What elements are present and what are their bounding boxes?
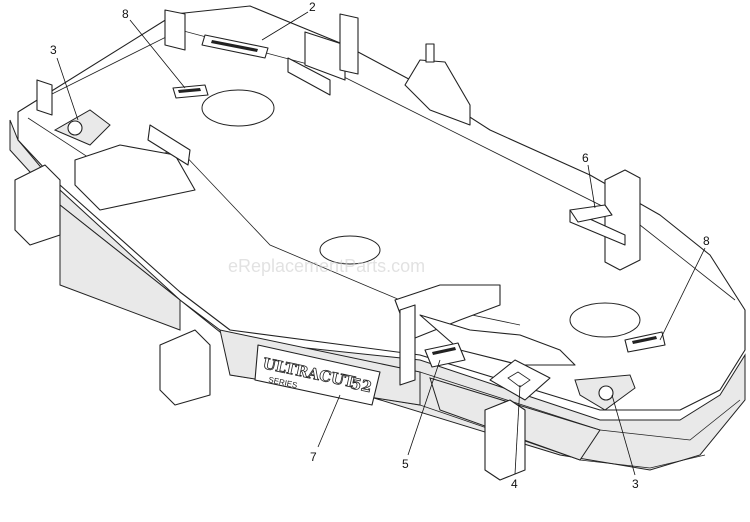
- decal-7-logo-plate: [254, 344, 381, 406]
- leader-5: [407, 359, 441, 456]
- decals: ULTRACUT 52 SERIES: [53, 34, 666, 411]
- callout-4: 4: [511, 477, 518, 491]
- leader-4: [514, 384, 521, 475]
- front-right-mount: [484, 399, 526, 481]
- decal-4-inner: [507, 371, 531, 388]
- deck-left-panel: [59, 203, 181, 331]
- decal-rear-brand-text: [211, 40, 258, 52]
- callout-3-left: 3: [50, 43, 57, 57]
- watermark: eReplacementParts.com: [228, 256, 425, 276]
- front-center-post: [399, 304, 416, 386]
- leader-3-right: [611, 394, 636, 476]
- leader-3-left: [56, 57, 79, 121]
- callout-5: 5: [402, 457, 409, 471]
- decal-3-right-emblem: [598, 385, 614, 401]
- discharge-guard: [419, 314, 576, 366]
- rear-left-post-2: [36, 79, 53, 116]
- decal-3-left-emblem: [67, 120, 83, 136]
- callouts: 8 2 3 6 8 7 5 4 3: [50, 0, 710, 491]
- decal-8-right-mark: [632, 336, 657, 344]
- deck-logo-size: 52: [349, 374, 373, 396]
- rear-bracket-plate: [287, 57, 331, 96]
- left-arm-bracket: [74, 144, 196, 211]
- rear-left-post: [164, 9, 186, 51]
- leader-2: [261, 11, 309, 41]
- deck-front-skirt: [9, 119, 746, 471]
- rear-right-fitting: [404, 59, 471, 126]
- left-arm-strap: [147, 124, 191, 166]
- right-upper-bracket: [604, 169, 641, 271]
- decal-4: [489, 359, 551, 401]
- leader-8-left: [129, 19, 186, 89]
- deck-ridge-right: [39, 29, 736, 301]
- leader-7: [317, 394, 341, 448]
- leader-6: [587, 164, 596, 209]
- decal-8-left-mark: [178, 88, 201, 93]
- callout-7: 7: [310, 450, 317, 464]
- decal-6: [569, 204, 613, 223]
- callout-2: 2: [309, 0, 316, 14]
- leader-lines: [56, 11, 706, 476]
- grease-fitting: [425, 43, 435, 63]
- spindle-hole-right: [569, 302, 641, 338]
- spindle-hole-center: [319, 235, 381, 265]
- rear-post: [339, 13, 359, 75]
- callout-8-right: 8: [703, 234, 710, 248]
- rear-bracket: [304, 31, 346, 81]
- callout-8-left: 8: [122, 7, 129, 21]
- callout-3-right: 3: [632, 477, 639, 491]
- callout-6: 6: [582, 151, 589, 165]
- decal-5-mark: [432, 347, 456, 355]
- spindle-hole-left: [201, 89, 275, 127]
- left-mount-block: [14, 164, 61, 246]
- spindle-openings: [201, 89, 641, 338]
- deck-hardware: [14, 9, 641, 481]
- front-left-mount: [159, 329, 211, 406]
- leader-8-right: [659, 247, 706, 341]
